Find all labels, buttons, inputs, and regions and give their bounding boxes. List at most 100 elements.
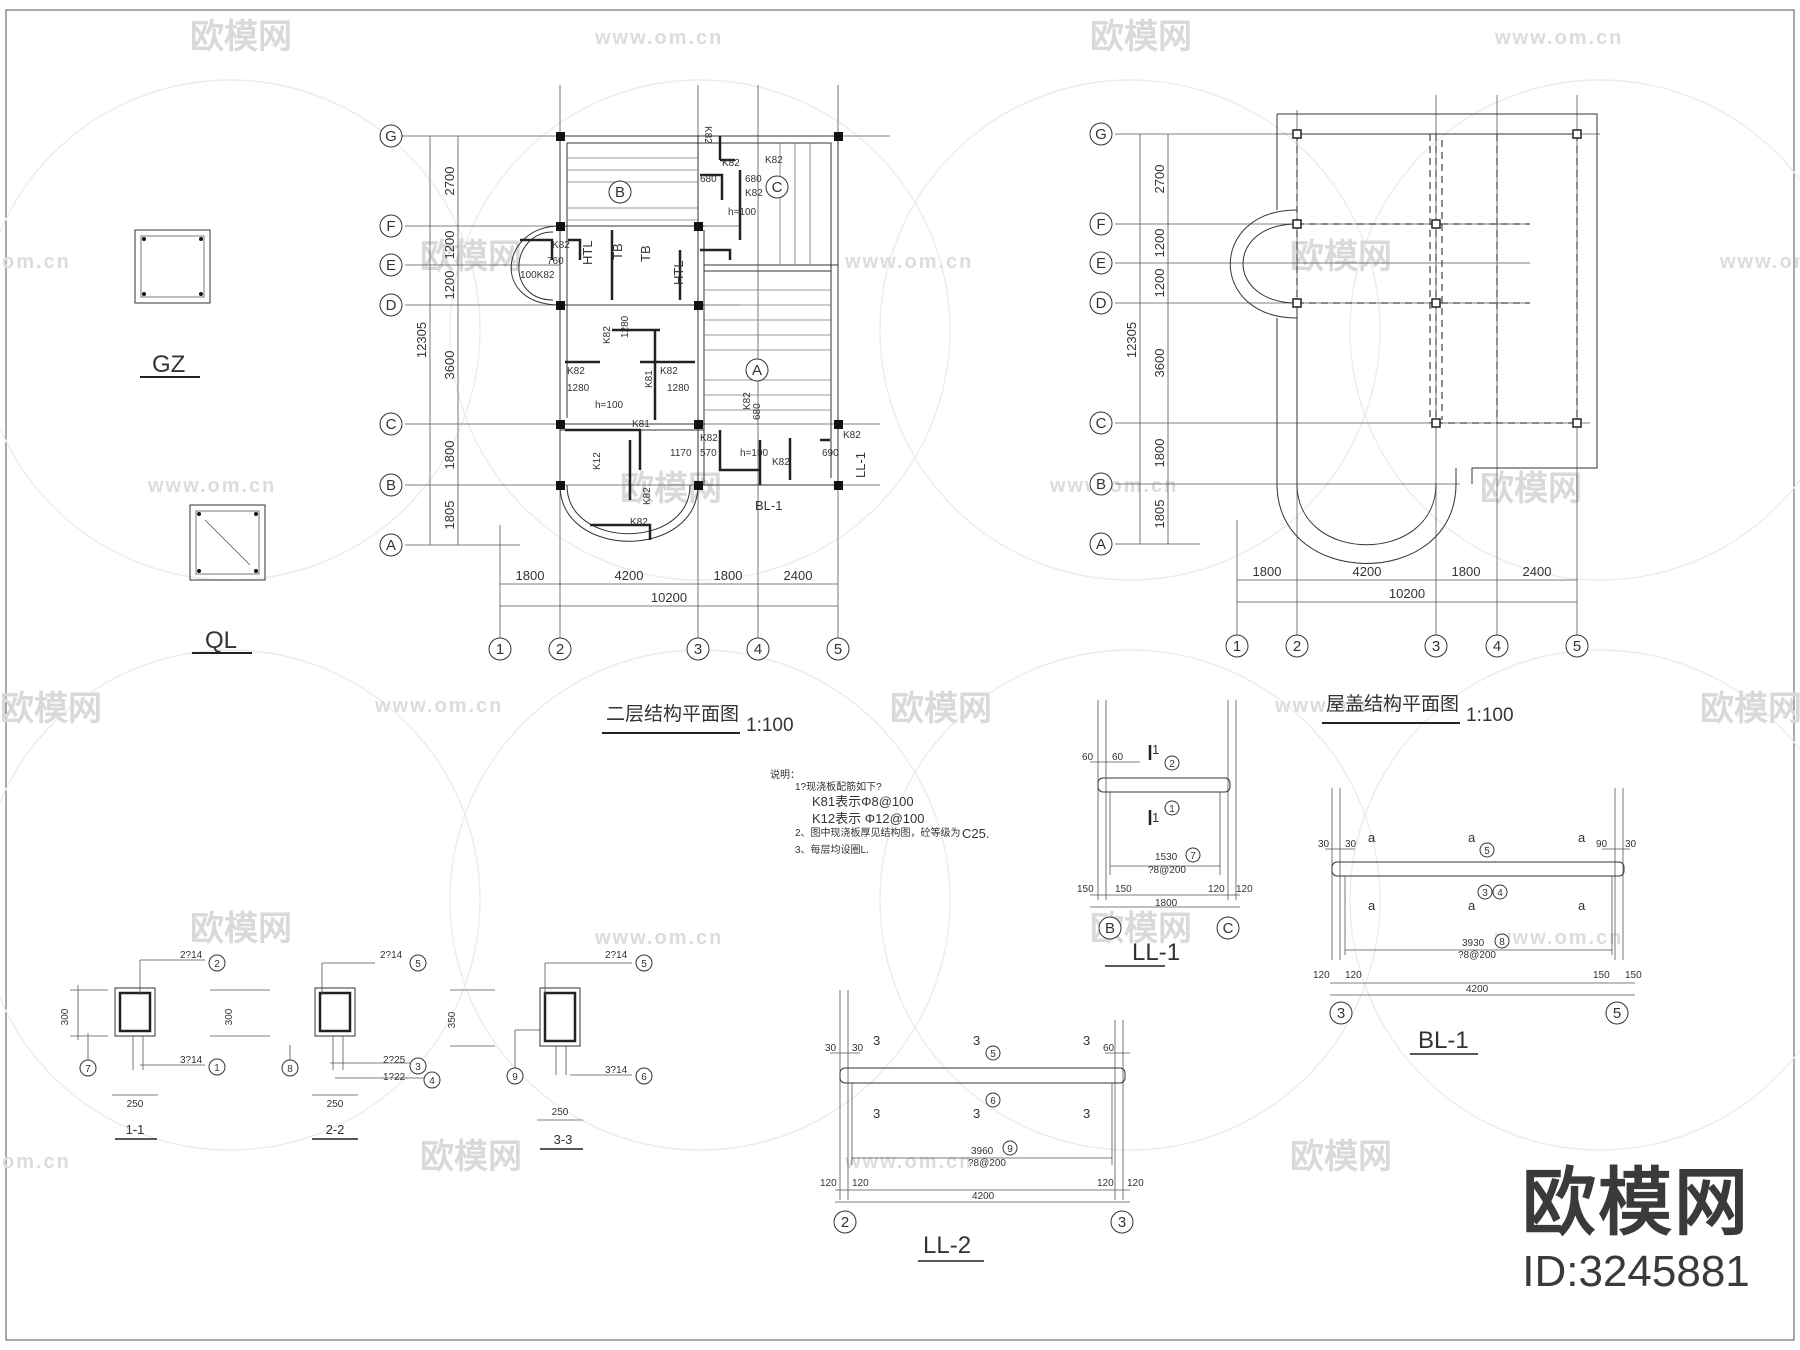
svg-text:120: 120 [1236,884,1253,895]
dimension-lines [1139,134,1577,603]
svg-text:150: 150 [1625,970,1642,981]
svg-text:250: 250 [552,1107,569,1118]
svg-text:3: 3 [1337,1005,1345,1022]
watermark-url: www.om.cn [374,695,503,717]
svg-text:1800: 1800 [1155,898,1178,909]
svg-text:680: 680 [752,403,763,420]
svg-text:K82: K82 [765,155,783,166]
axis-bubble-2: 2 [1285,634,1309,658]
svg-text:?8@200: ?8@200 [1148,865,1186,876]
svg-text:5: 5 [415,959,421,970]
svg-text:120: 120 [820,1178,837,1189]
drawing-frame [5,9,1795,1341]
watermark-url: www.om.cn [1719,251,1800,273]
beam-bl-1: 30 30 90 30 120 120 150 150 3930 8 ?8@20… [1313,788,1642,1055]
svg-text:E: E [1096,255,1106,272]
svg-text:a: a [1368,898,1376,913]
axis-bubble-4: 4 [1485,634,1509,658]
dim-row-4: 1800 [442,441,457,470]
svg-text:3: 3 [973,1106,980,1121]
watermark-url: www.om.cn [1274,695,1403,717]
columns [1292,129,1582,428]
svg-text:h=100: h=100 [740,448,769,459]
rebar-labels: K82 K82 K82 K82 680 680 h=100 K82 760 10… [520,126,868,528]
svg-text:?8@200: ?8@200 [968,1158,1006,1169]
svg-text:120: 120 [1208,884,1225,895]
svg-text:7: 7 [1190,851,1196,862]
beam-ll-2: 30 30 60 120 120 120 120 3960 9 ?8@200 4… [820,990,1144,1262]
svg-text:TB: TB [638,245,653,262]
svg-text:K82: K82 [602,326,613,344]
plan-scale: 1:100 [1466,705,1514,726]
plan-title: 屋盖结构平面图 [1326,693,1459,715]
axis-bubble-c: C [379,412,403,436]
svg-text:2、图中现浇板厚见结构图，砼等级为: 2、图中现浇板厚见结构图，砼等级为 [795,826,961,839]
svg-text:2: 2 [556,641,564,658]
brand-logo-text: 欧模网 [1522,1160,1750,1246]
svg-text:30: 30 [852,1043,864,1054]
svg-text:5: 5 [1613,1005,1621,1022]
slab-label-c: C [765,175,789,199]
svg-text:A: A [1096,536,1106,553]
svg-text:2: 2 [841,1214,849,1231]
svg-text:4200: 4200 [1466,984,1489,995]
dim-row-0: 2700 [1152,165,1167,194]
axis-bubble-3: 3 [686,637,710,661]
svg-text:K82: K82 [702,126,713,144]
slab-label-a: A [745,358,769,382]
svg-text:3: 3 [1083,1033,1090,1048]
watermark-url: www.om.cn [594,27,723,49]
svg-text:1?22: 1?22 [383,1072,406,1083]
svg-text:K12表示 Φ12@100: K12表示 Φ12@100 [812,811,924,826]
svg-text:D: D [386,297,397,314]
axis-bubble-d: D [379,293,403,317]
dim-col-0: 1800 [516,568,545,583]
svg-text:4: 4 [1497,888,1503,899]
svg-text:5: 5 [641,959,647,970]
dim-col-2: 1800 [714,568,743,583]
svg-text:3: 3 [1118,1214,1126,1231]
svg-text:8: 8 [287,1064,293,1075]
svg-text:1?现浇板配筋如下?: 1?现浇板配筋如下? [795,780,882,793]
axis-bubble-g: G [1089,122,1113,146]
svg-text:A: A [752,362,762,379]
section-1-1: 300 250 2?14 2 3?14 1 7 1-1 [60,950,226,1140]
axis-bubble-f: F [1089,212,1113,236]
svg-text:K82: K82 [772,457,790,468]
svg-text:?8@200: ?8@200 [1458,950,1496,961]
beam-ll-1: 60 60 150 150 120 120 1530 7 ?8@200 1800… [1077,700,1253,967]
svg-text:C: C [1223,920,1234,937]
svg-text:90: 90 [1596,839,1608,850]
dim-col-0: 1800 [1253,564,1282,579]
svg-text:LL-1: LL-1 [853,452,868,478]
svg-text:F: F [386,218,395,235]
svg-text:C25.: C25. [962,826,989,841]
svg-text:a: a [1578,898,1586,913]
svg-text:1: 1 [496,641,504,658]
rebar-marks [520,136,830,540]
plan-scale: 1:100 [746,715,794,736]
svg-text:TB: TB [610,243,625,260]
svg-text:K82: K82 [630,517,648,528]
svg-text:F: F [1096,216,1105,233]
svg-text:250: 250 [327,1099,344,1110]
axis-bubble-b: B [379,473,403,497]
svg-text:K82: K82 [567,366,585,377]
gz-detail: GZ [134,229,211,378]
svg-text:2?14: 2?14 [380,950,403,961]
axis-bubble-5: 5 [826,637,850,661]
svg-text:350: 350 [447,1011,458,1028]
svg-text:K81表示Φ8@100: K81表示Φ8@100 [812,794,914,809]
svg-text:1: 1 [1169,804,1175,815]
dim-row-4: 1800 [1152,439,1167,468]
svg-text:2?25: 2?25 [383,1055,406,1066]
svg-text:150: 150 [1077,884,1094,895]
svg-text:K81: K81 [644,370,655,388]
svg-text:2?14: 2?14 [180,950,203,961]
watermark-logo: 欧模网 [890,689,992,729]
dim-total-width: 10200 [651,590,687,605]
svg-text:120: 120 [1097,1178,1114,1189]
dashed-beams [1296,134,1578,424]
axis-bubble-a: A [379,533,403,557]
